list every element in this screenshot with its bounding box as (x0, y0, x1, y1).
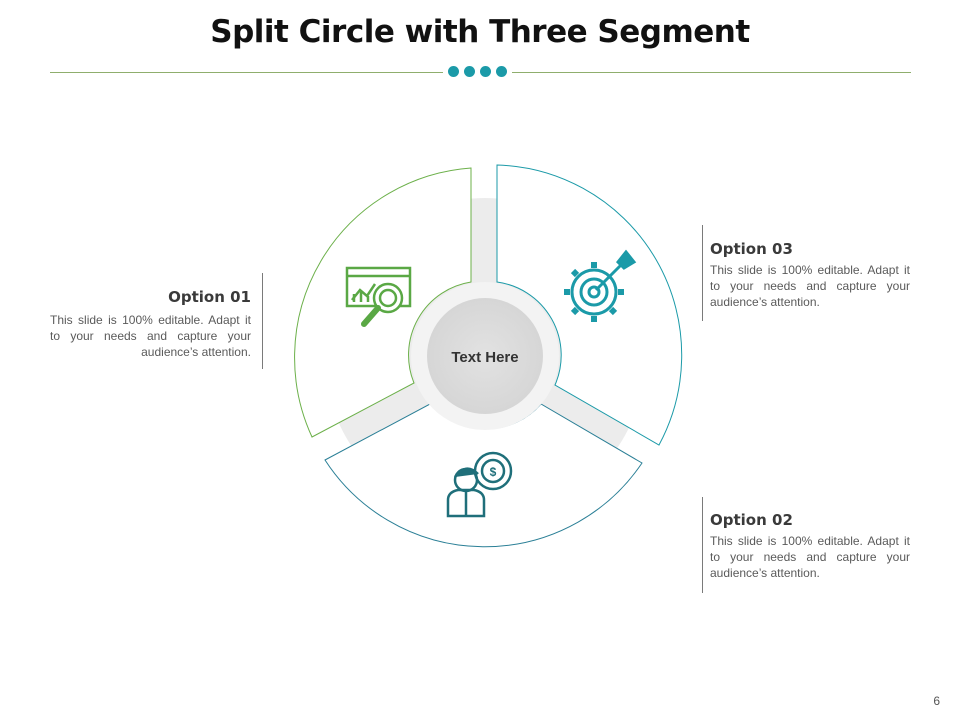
option-01-text: This slide is 100% editable. Adapt it to… (50, 313, 251, 359)
center-inner (427, 298, 543, 414)
businessman-dollar-target-icon: $ (446, 451, 513, 518)
option-02-text: This slide is 100% editable. Adapt it to… (710, 534, 910, 580)
center-label: Text Here (451, 349, 518, 366)
svg-text:$: $ (490, 465, 497, 479)
option-01-divider (262, 273, 263, 369)
option-02: Option 02 This slide is 100% editable. A… (710, 511, 910, 581)
option-03-text: This slide is 100% editable. Adapt it to… (710, 263, 910, 309)
option-03-heading: Option 03 (710, 240, 793, 258)
option-01-heading: Option 01 (168, 288, 251, 306)
title-rule-left (50, 72, 443, 73)
slide-title: Split Circle with Three Segment (210, 14, 750, 50)
option-02-heading: Option 02 (710, 511, 793, 529)
option-02-divider (702, 497, 703, 593)
title-rule-right (512, 72, 911, 73)
dot (448, 66, 459, 77)
page-number: 6 (933, 694, 940, 708)
option-03-divider (702, 225, 703, 321)
option-03: Option 03 This slide is 100% editable. A… (710, 240, 910, 310)
dot (464, 66, 475, 77)
dot (496, 66, 507, 77)
dot (480, 66, 491, 77)
option-01: Option 01 This slide is 100% editable. A… (50, 288, 251, 360)
analytics-magnifier-icon (345, 266, 412, 327)
title-dots (448, 66, 507, 77)
gear-target-arrow-icon (564, 249, 637, 322)
